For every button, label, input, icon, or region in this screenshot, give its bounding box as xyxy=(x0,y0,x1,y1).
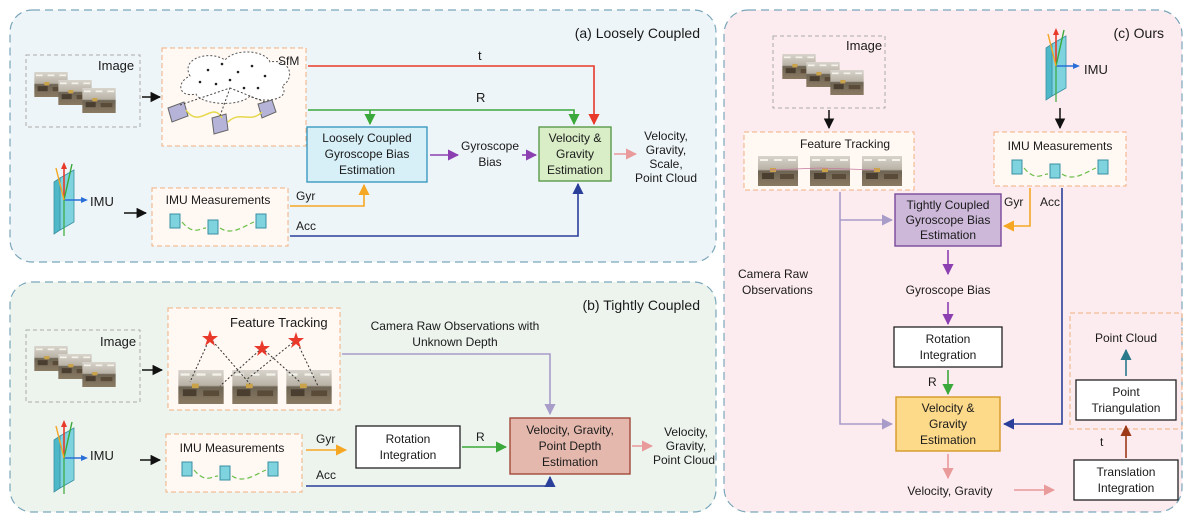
arrow-r-a xyxy=(308,109,580,126)
feature-tracking-label-c: Feature Tracking xyxy=(800,137,890,151)
t-label-c: t xyxy=(1100,435,1104,449)
arrow-gyr-a xyxy=(290,183,370,207)
t-label-a: t xyxy=(478,48,482,63)
tc-box-line2: Gyroscope Bias xyxy=(906,213,991,227)
feature-tracking-images-c xyxy=(758,156,902,186)
out-a-2: Gravity, xyxy=(646,143,686,157)
gyr-label-c: Gyr xyxy=(1004,195,1023,209)
panel-b-title: (b) Tightly Coupled xyxy=(582,297,700,313)
r-label-c: R xyxy=(928,375,937,389)
gyro-bias-c: Gyroscope Bias xyxy=(906,283,991,297)
imu-meas-label-b: IMU Measurements xyxy=(180,441,285,455)
vgp-b-line3: Estimation xyxy=(542,455,598,469)
gyro-bias-a-1: Gyroscope xyxy=(461,139,519,153)
acc-label-c: Acc xyxy=(1040,195,1060,209)
vg-a-line1: Velocity & xyxy=(549,131,602,145)
gyr-label-a: Gyr xyxy=(296,189,315,203)
imu-meas-icon-a xyxy=(169,213,267,235)
imu-meas-icon-b xyxy=(181,461,279,481)
point-cloud-c: Point Cloud xyxy=(1095,331,1157,345)
out-b-2: Gravity, xyxy=(666,439,706,453)
acc-label-b: Acc xyxy=(316,468,336,482)
arrow-acc-c xyxy=(1002,188,1063,430)
trans-box xyxy=(1073,459,1179,501)
panel-c-title: (c) Ours xyxy=(1113,25,1164,41)
imu-meas-label-c: IMU Measurements xyxy=(1008,139,1113,153)
vel-grav-c: Velocity, Gravity xyxy=(907,484,992,498)
panel-b xyxy=(9,281,717,513)
trans-line2: Integration xyxy=(1098,481,1155,495)
panel-a-title: (a) Loosely Coupled xyxy=(575,25,700,41)
lc-box-line3: Estimation xyxy=(339,163,395,177)
sfm-cloud xyxy=(180,51,291,104)
imu-meas-label-a: IMU Measurements xyxy=(166,193,271,207)
arrow-t-a xyxy=(308,65,600,126)
vg-box-a xyxy=(538,126,612,182)
pt-line2: Triangulation xyxy=(1092,401,1161,415)
gyro-bias-a-2: Bias xyxy=(478,155,501,169)
image-box-b xyxy=(25,329,141,403)
sfm-label: SfM xyxy=(278,54,299,68)
tc-box-line1: Tightly Coupled xyxy=(907,198,990,212)
trans-line1: Translation xyxy=(1097,465,1156,479)
arrow-acc-a xyxy=(290,182,584,237)
rot-box-c xyxy=(893,326,1003,368)
out-a-1: Velocity, xyxy=(644,129,688,143)
cam-obs-b-1: Camera Raw Observations with xyxy=(371,319,540,333)
sfm-cameras xyxy=(167,87,277,135)
arrow-acc-b xyxy=(306,475,556,488)
rot-b-line2: Integration xyxy=(380,448,437,462)
gyr-label-b: Gyr xyxy=(316,432,335,446)
imu-label-c: IMU xyxy=(1084,62,1108,77)
out-b-1: Velocity, xyxy=(664,425,708,439)
arrow-cam-obs-c xyxy=(839,192,894,430)
rot-b-line1: Rotation xyxy=(386,432,431,446)
lc-box-line2: Gyroscope Bias xyxy=(325,147,410,161)
vg-c-line3: Estimation xyxy=(920,433,976,447)
out-a-4: Point Cloud xyxy=(635,171,697,185)
out-a-3: Scale, xyxy=(649,157,682,171)
tc-box-line3: Estimation xyxy=(920,228,976,242)
vgp-b-line1: Velocity, Gravity, xyxy=(526,423,614,437)
image-label-a: Image xyxy=(98,58,134,73)
imu-meas-icon-c xyxy=(1011,159,1109,179)
vg-a-line3: Estimation xyxy=(547,163,603,177)
image-label-b: Image xyxy=(100,334,136,349)
cam-obs-c-2: Observations xyxy=(742,283,813,297)
vg-box-c xyxy=(895,396,1001,452)
lc-gyro-box xyxy=(306,126,428,183)
r-label-b: R xyxy=(476,430,485,444)
arrow-cam-obs-b xyxy=(342,353,556,416)
vg-a-line2: Gravity xyxy=(556,147,594,161)
vg-c-line2: Gravity xyxy=(929,417,967,431)
cam-obs-b-2: Unknown Depth xyxy=(412,335,497,349)
lc-box-line1: Loosely Coupled xyxy=(322,131,411,145)
vg-c-line1: Velocity & xyxy=(922,401,975,415)
rot-c-line1: Rotation xyxy=(926,332,971,346)
sfm-points xyxy=(198,62,267,90)
pt-box xyxy=(1075,379,1177,421)
pt-line1: Point xyxy=(1112,385,1140,399)
acc-label-a: Acc xyxy=(296,219,316,233)
image-box-c xyxy=(772,35,886,109)
image-label-c: Image xyxy=(846,38,882,53)
vgp-box-b xyxy=(509,417,631,475)
rot-box-b xyxy=(355,425,461,469)
imu-label-b: IMU xyxy=(90,448,114,463)
feature-tracking-images-b xyxy=(178,330,332,404)
feature-tracking-label-b: Feature Tracking xyxy=(230,315,328,330)
arrow-gyr-c xyxy=(1002,188,1031,232)
image-box-a xyxy=(25,54,141,128)
tc-gyro-box xyxy=(894,193,1002,247)
vgp-b-line2: Point Depth xyxy=(539,439,602,453)
imu-label-a: IMU xyxy=(90,194,114,209)
cam-obs-c-1: Camera Raw xyxy=(738,267,808,281)
r-label-a: R xyxy=(476,90,485,105)
rot-c-line2: Integration xyxy=(920,348,977,362)
out-b-3: Point Cloud xyxy=(653,453,715,467)
